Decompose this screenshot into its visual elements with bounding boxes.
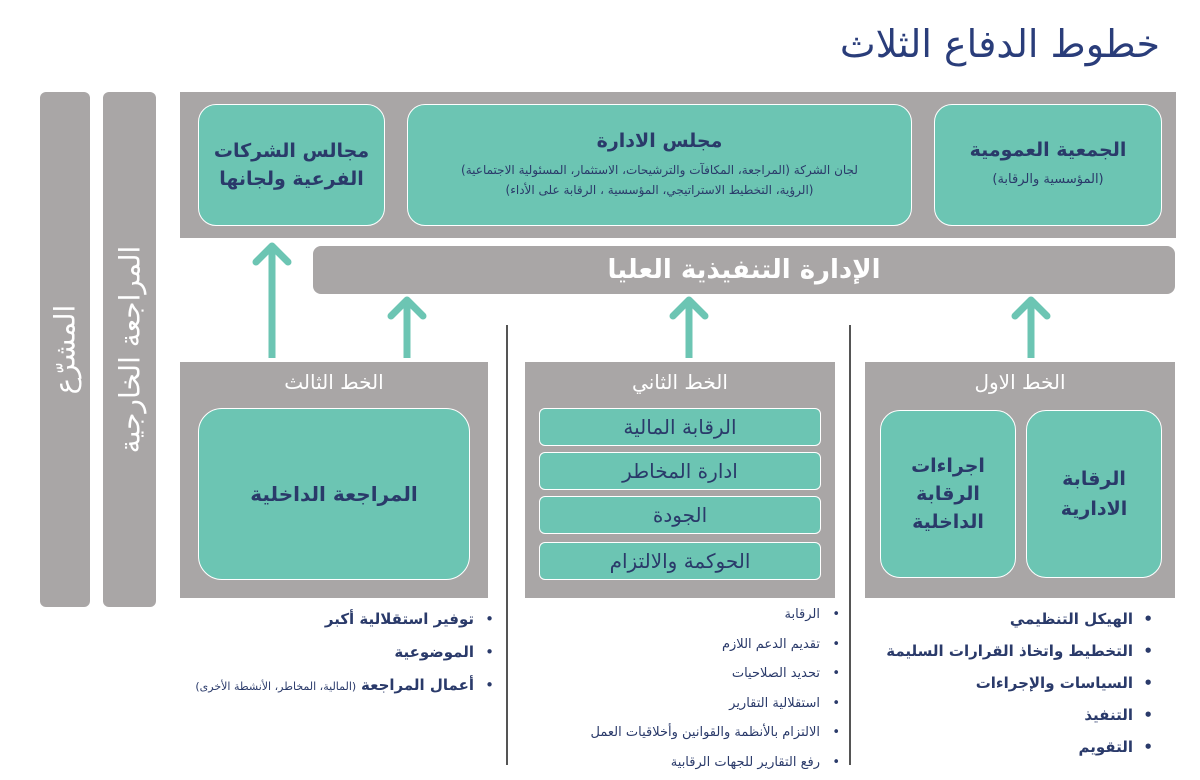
quality-item: الجودة xyxy=(539,496,821,534)
governance-compliance-item: الحوكمة والالتزام xyxy=(539,542,821,580)
first-line-panel: الخط الاول الرقابة الادارية اجراءات الرق… xyxy=(865,362,1175,598)
internal-control-line3: الداخلية xyxy=(912,511,984,533)
second-line-title: الخط الثاني xyxy=(632,370,728,394)
list-item: الرقابة xyxy=(591,600,840,630)
general-assembly-title: الجمعية العمومية xyxy=(969,138,1127,161)
admin-control-line2: الادارية xyxy=(1060,498,1128,520)
subsidiaries-box: مجالس الشركات الفرعية ولجانها xyxy=(198,104,385,226)
list-item: تحديد الصلاحيات xyxy=(591,659,841,689)
first-line-bullets: الهيكل التنظيمي التخطيط واتخاذ القرارات … xyxy=(886,603,1153,763)
list-item: أعمال المراجعة (المالية، المخاطر، الأنشط… xyxy=(195,669,494,703)
board-roles: (الرؤية، التخطيط الاستراتيجي، المؤسسية ،… xyxy=(505,183,814,197)
bullet-text: توفير استقلالية أكبر xyxy=(324,610,474,628)
list-item: التقويم xyxy=(886,731,1153,763)
arrow-third-to-subsidiaries-icon xyxy=(252,242,292,358)
executive-management-bar: الإدارة التنفيذية العليا xyxy=(313,246,1175,294)
third-line-title: الخط الثالث xyxy=(284,370,384,394)
bullet-note: (المالية، المخاطر، الأنشطة الأخرى) xyxy=(195,680,357,693)
divider-right xyxy=(849,325,851,765)
admin-control-line1: الرقابة xyxy=(1062,468,1126,490)
arrow-second-to-executive-icon xyxy=(669,296,709,358)
list-item: الالتزام بالأنظمة والقوانين وأخلاقيات ال… xyxy=(591,718,841,748)
external-audit-bar: المراجعة الخارجية xyxy=(103,92,156,607)
second-line-bullets: الرقابة تقديم الدعم اللازم تحديد الصلاحي… xyxy=(591,600,841,778)
internal-audit-box: المراجعة الداخلية xyxy=(198,408,470,580)
subsidiaries-line2: الفرعية ولجانها xyxy=(219,168,364,190)
list-item: التخطيط واتخاذ القرارات السليمة xyxy=(886,635,1153,667)
divider-left xyxy=(506,325,508,765)
bullet-text: أعمال المراجعة xyxy=(361,676,474,694)
risk-management-item: ادارة المخاطر xyxy=(539,452,821,490)
internal-control-box: اجراءات الرقابة الداخلية xyxy=(880,410,1016,578)
list-item: الموضوعية xyxy=(195,636,494,669)
internal-control-line1: اجراءات xyxy=(911,455,985,477)
financial-control-item: الرقابة المالية xyxy=(539,408,821,446)
internal-control-line2: الرقابة xyxy=(916,483,980,505)
list-item: استقلالية التقارير xyxy=(591,689,840,719)
admin-control-box: الرقابة الادارية xyxy=(1026,410,1162,578)
subsidiaries-line1: مجالس الشركات xyxy=(213,140,370,162)
board-box: مجلس الادارة لجان الشركة (المراجعة، المك… xyxy=(407,104,912,226)
list-item: التنفيذ xyxy=(886,699,1153,731)
list-item: السياسات والإجراءات xyxy=(886,667,1153,699)
list-item: الهيكل التنظيمي xyxy=(886,603,1153,635)
bullet-text: الموضوعية xyxy=(394,643,474,661)
legislator-bar: المشرّع xyxy=(40,92,90,607)
list-item: توفير استقلالية أكبر xyxy=(195,603,494,636)
list-item: رفع التقارير للجهات الرقابية xyxy=(591,748,841,778)
first-line-title: الخط الاول xyxy=(974,370,1066,394)
third-line-panel: الخط الثالث المراجعة الداخلية xyxy=(180,362,488,598)
legislator-label: المشرّع xyxy=(48,304,82,395)
board-title: مجلس الادارة xyxy=(596,129,723,152)
board-committees: لجان الشركة (المراجعة، المكافآت والترشيح… xyxy=(461,162,858,177)
general-assembly-box: الجمعية العمومية (المؤسسية والرقابة) xyxy=(934,104,1162,226)
arrow-third-to-executive-icon xyxy=(387,296,427,358)
second-line-panel: الخط الثاني الرقابة المالية ادارة المخاط… xyxy=(525,362,835,598)
page-title: خطوط الدفاع الثلاث xyxy=(839,22,1160,66)
arrow-first-to-executive-icon xyxy=(1011,296,1051,358)
list-item: تقديم الدعم اللازم xyxy=(591,630,840,660)
internal-audit-label: المراجعة الداخلية xyxy=(250,482,418,506)
external-audit-label: المراجعة الخارجية xyxy=(113,245,147,454)
general-assembly-sub: (المؤسسية والرقابة) xyxy=(992,171,1104,187)
third-line-bullets: توفير استقلالية أكبر الموضوعية أعمال الم… xyxy=(195,603,494,703)
